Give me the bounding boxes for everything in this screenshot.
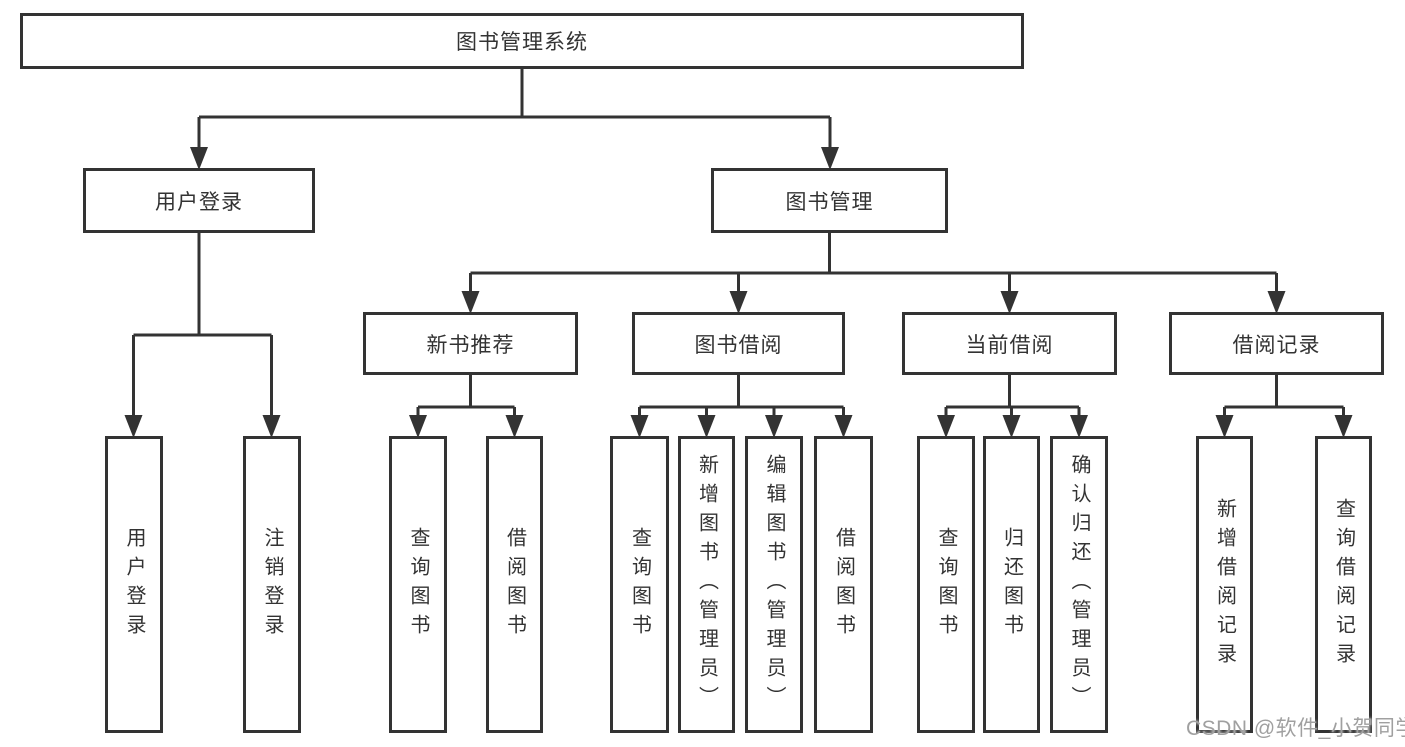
node-current-borrowing-label: 当前借阅: [965, 333, 1054, 357]
arrow-down-icon: [1334, 415, 1353, 438]
leaf-borrow-books-borrowing-label: 借阅图书: [832, 526, 855, 643]
node-borrowing-records-label: 借阅记录: [1232, 333, 1321, 357]
leaf-edit-books-admin: 编辑图书（管理员）: [745, 436, 803, 733]
leaf-return-books: 归还图书: [983, 436, 1040, 733]
leaf-query-borrow-record: 查询借阅记录: [1315, 436, 1372, 733]
leaf-add-borrow-record: 新增借阅记录: [1196, 436, 1253, 733]
arrow-down-icon: [834, 415, 853, 438]
leaf-confirm-return-admin-label: 确认归还（管理员）: [1068, 454, 1090, 715]
leaf-query-books-current-label: 查询图书: [935, 526, 957, 643]
leaf-return-books-label: 归还图书: [1000, 526, 1023, 643]
arrow-down-icon: [697, 415, 716, 438]
leaf-query-borrow-record-label: 查询借阅记录: [1332, 497, 1355, 672]
arrow-down-icon: [461, 291, 480, 314]
node-user-login-label: 用户登录: [155, 190, 243, 214]
leaf-add-books-admin: 新增图书（管理员）: [678, 436, 735, 733]
arrow-down-icon: [1215, 415, 1234, 438]
leaf-query-books-newbook: 查询图书: [389, 436, 447, 733]
leaf-add-borrow-record-label: 新增借阅记录: [1213, 497, 1236, 672]
node-new-book-recommendation: 新书推荐: [363, 312, 578, 375]
leaf-add-books-admin-label: 新增图书（管理员）: [695, 454, 718, 715]
leaf-query-books-newbook-label: 查询图书: [407, 526, 429, 643]
leaf-query-books-borrowing-label: 查询图书: [628, 526, 651, 643]
node-book-borrowing-label: 图书借阅: [694, 333, 783, 357]
leaf-borrow-books-newbook: 借阅图书: [486, 436, 543, 733]
leaf-logout-label: 注销登录: [261, 526, 283, 643]
csdn-watermark: CSDN @软件_小贺同学: [1186, 717, 1405, 740]
arrow-down-icon: [409, 415, 427, 438]
arrow-down-icon: [190, 147, 208, 170]
arrow-down-icon: [630, 415, 649, 438]
node-root-system: 图书管理系统: [20, 13, 1024, 69]
leaf-borrow-books-newbook-label: 借阅图书: [503, 526, 526, 643]
arrow-down-icon: [937, 415, 955, 438]
node-user-login: 用户登录: [83, 168, 315, 233]
leaf-user-login-label: 用户登录: [123, 526, 145, 643]
arrow-down-icon: [1002, 415, 1021, 438]
node-book-management: 图书管理: [711, 168, 948, 233]
leaf-borrow-books-borrowing: 借阅图书: [814, 436, 873, 733]
leaf-query-books-current: 查询图书: [917, 436, 975, 733]
node-book-management-label: 图书管理: [785, 190, 874, 214]
node-current-borrowing: 当前借阅: [902, 312, 1117, 375]
arrow-down-icon: [262, 415, 281, 438]
leaf-query-books-borrowing: 查询图书: [610, 436, 669, 733]
arrow-down-icon: [821, 147, 839, 170]
arrow-down-icon: [729, 291, 748, 314]
arrow-down-icon: [505, 415, 524, 438]
arrow-down-icon: [1070, 415, 1088, 438]
node-book-borrowing: 图书借阅: [632, 312, 845, 375]
arrow-down-icon: [124, 415, 143, 438]
leaf-logout: 注销登录: [243, 436, 301, 733]
node-borrowing-records: 借阅记录: [1169, 312, 1384, 375]
node-new-book-label: 新书推荐: [426, 333, 515, 357]
leaf-edit-books-admin-label: 编辑图书（管理员）: [763, 454, 785, 715]
leaf-confirm-return-admin: 确认归还（管理员）: [1050, 436, 1108, 733]
arrow-down-icon: [1000, 291, 1019, 314]
arrow-down-icon: [765, 415, 783, 438]
leaf-user-login: 用户登录: [105, 436, 163, 733]
arrow-down-icon: [1267, 291, 1286, 314]
node-root-label: 图书管理系统: [456, 31, 588, 54]
